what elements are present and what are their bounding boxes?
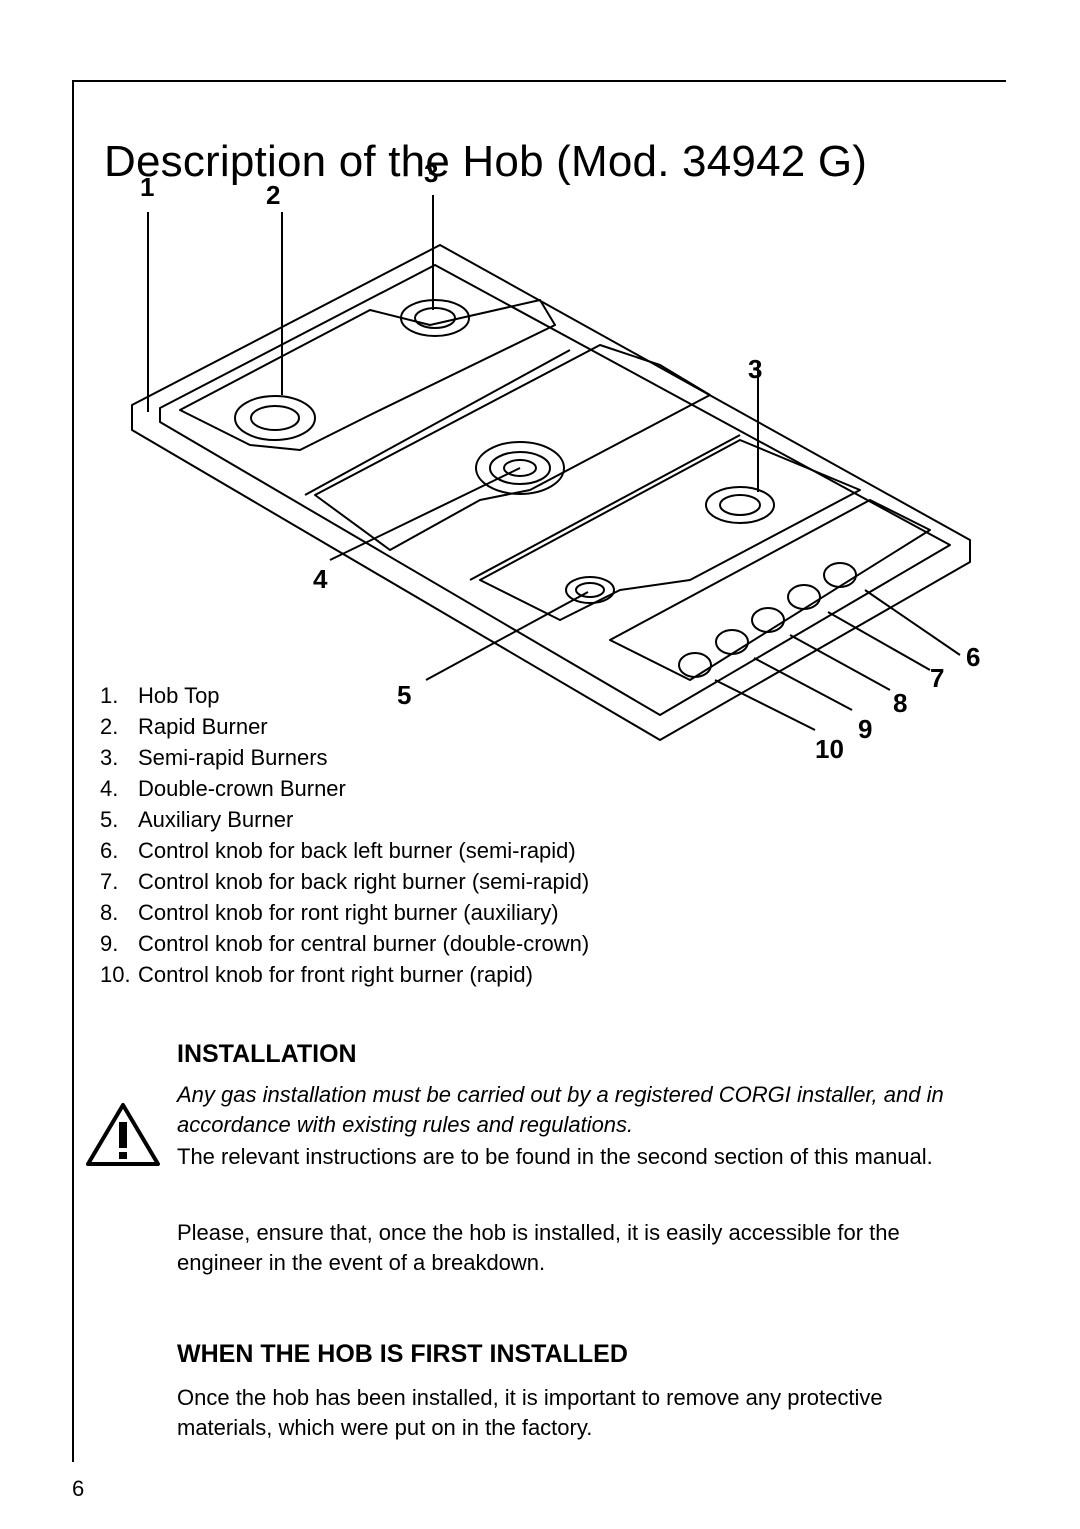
legend-number: 9. — [100, 931, 119, 956]
legend-number: 6. — [100, 838, 119, 863]
legend-number: 4. — [100, 776, 119, 801]
legend-item: 8. Control knob for ront right burner (au… — [100, 897, 589, 928]
legend-number: 10. — [100, 962, 131, 987]
callout-8: 8 — [893, 688, 908, 718]
legend-text: Control knob for back left burner (semi-… — [138, 838, 576, 863]
callout-3-back: 3 — [424, 158, 439, 188]
legend-number: 5. — [100, 807, 119, 832]
leader-8 — [789, 634, 891, 691]
semi-rapid-burner-back — [400, 299, 470, 337]
legend-item: 7. Control knob for back right burner (se… — [100, 866, 589, 897]
page-number: 6 — [72, 1476, 85, 1501]
legend-number: 1. — [100, 683, 119, 708]
leader-9 — [753, 657, 853, 711]
callout-5: 5 — [397, 680, 412, 710]
grid-divider-1 — [304, 349, 571, 496]
control-knob-10 — [678, 652, 712, 678]
auxiliary-burner — [565, 576, 615, 604]
left-rule — [72, 80, 74, 1462]
legend-text: Hob Top — [138, 683, 220, 708]
warning-icon — [86, 1103, 160, 1166]
callout-6: 6 — [966, 642, 981, 672]
rapid-burner — [234, 395, 316, 441]
pan-support-1 — [179, 299, 556, 451]
legend-text: Double-crown Burner — [138, 776, 346, 801]
control-knob-9 — [715, 629, 749, 655]
legend-text: Semi-rapid Burners — [138, 745, 328, 770]
top-rule — [72, 80, 1006, 82]
control-panel — [609, 499, 931, 681]
page-title: Description of the Hob (Mod. 34942 G) — [104, 137, 868, 187]
callout-9: 9 — [858, 714, 873, 744]
pan-support-3 — [479, 439, 861, 621]
legend-item: 2. Rapid Burner — [100, 711, 589, 742]
control-knob-7 — [787, 584, 821, 610]
installation-instructions: The relevant instructions are to be foun… — [177, 1144, 933, 1169]
legend-number: 7. — [100, 869, 119, 894]
installation-warning: Any gas installation must be carried out… — [177, 1082, 944, 1137]
legend-item: 10. Control knob for front right burner (… — [100, 959, 589, 990]
legend-number: 2. — [100, 714, 119, 739]
hob-diagram — [131, 195, 971, 741]
control-knob-6 — [823, 562, 857, 588]
callout-7: 7 — [930, 663, 945, 693]
callout-1: 1 — [140, 172, 155, 202]
legend-item: 9. Control knob for central burner (doubl… — [100, 928, 589, 959]
leader-5 — [425, 591, 589, 681]
leader-4 — [329, 467, 521, 561]
legend-text: Rapid Burner — [138, 714, 268, 739]
double-crown-burner — [475, 441, 565, 495]
legend-text: Auxiliary Burner — [138, 807, 294, 832]
legend-text: Control knob for ront right burner (auxi… — [138, 900, 559, 925]
installation-access-note: Please, ensure that, once the hob is ins… — [177, 1220, 900, 1275]
semi-rapid-burner-front — [705, 486, 775, 524]
callout-2: 2 — [266, 180, 281, 210]
legend-number: 8. — [100, 900, 119, 925]
parts-legend: 1. Hob Top 2. Rapid Burner 3. Semi-rapid Bu… — [100, 680, 589, 990]
first-installed-text: Once the hob has been installed, it is i… — [177, 1385, 883, 1440]
callout-3-front: 3 — [748, 354, 763, 384]
legend-item: 3. Semi-rapid Burners — [100, 742, 589, 773]
hob-tray-inner — [159, 264, 951, 716]
first-installed-heading: WHEN THE HOB IS FIRST INSTALLED — [177, 1340, 628, 1368]
callout-10: 10 — [815, 734, 844, 764]
grid-divider-2 — [469, 434, 741, 581]
callout-4: 4 — [313, 564, 328, 594]
leader-7 — [827, 611, 931, 671]
legend-item: 1. Hob Top — [100, 680, 589, 711]
leader-10 — [714, 679, 816, 731]
pan-support-2 — [314, 344, 711, 551]
legend-text: Control knob for front right burner (rap… — [138, 962, 533, 987]
installation-heading: INSTALLATION — [177, 1040, 357, 1068]
legend-number: 3. — [100, 745, 119, 770]
legend-text: Control knob for central burner (double-… — [138, 931, 590, 956]
legend-item: 4. Double-crown Burner — [100, 773, 589, 804]
legend-text: Control knob for back right burner (semi… — [138, 869, 590, 894]
leader-6 — [864, 589, 961, 656]
legend-item: 6. Control knob for back left burner (sem… — [100, 835, 589, 866]
legend-item: 5. Auxiliary Burner — [100, 804, 589, 835]
control-knob-8 — [751, 607, 785, 633]
